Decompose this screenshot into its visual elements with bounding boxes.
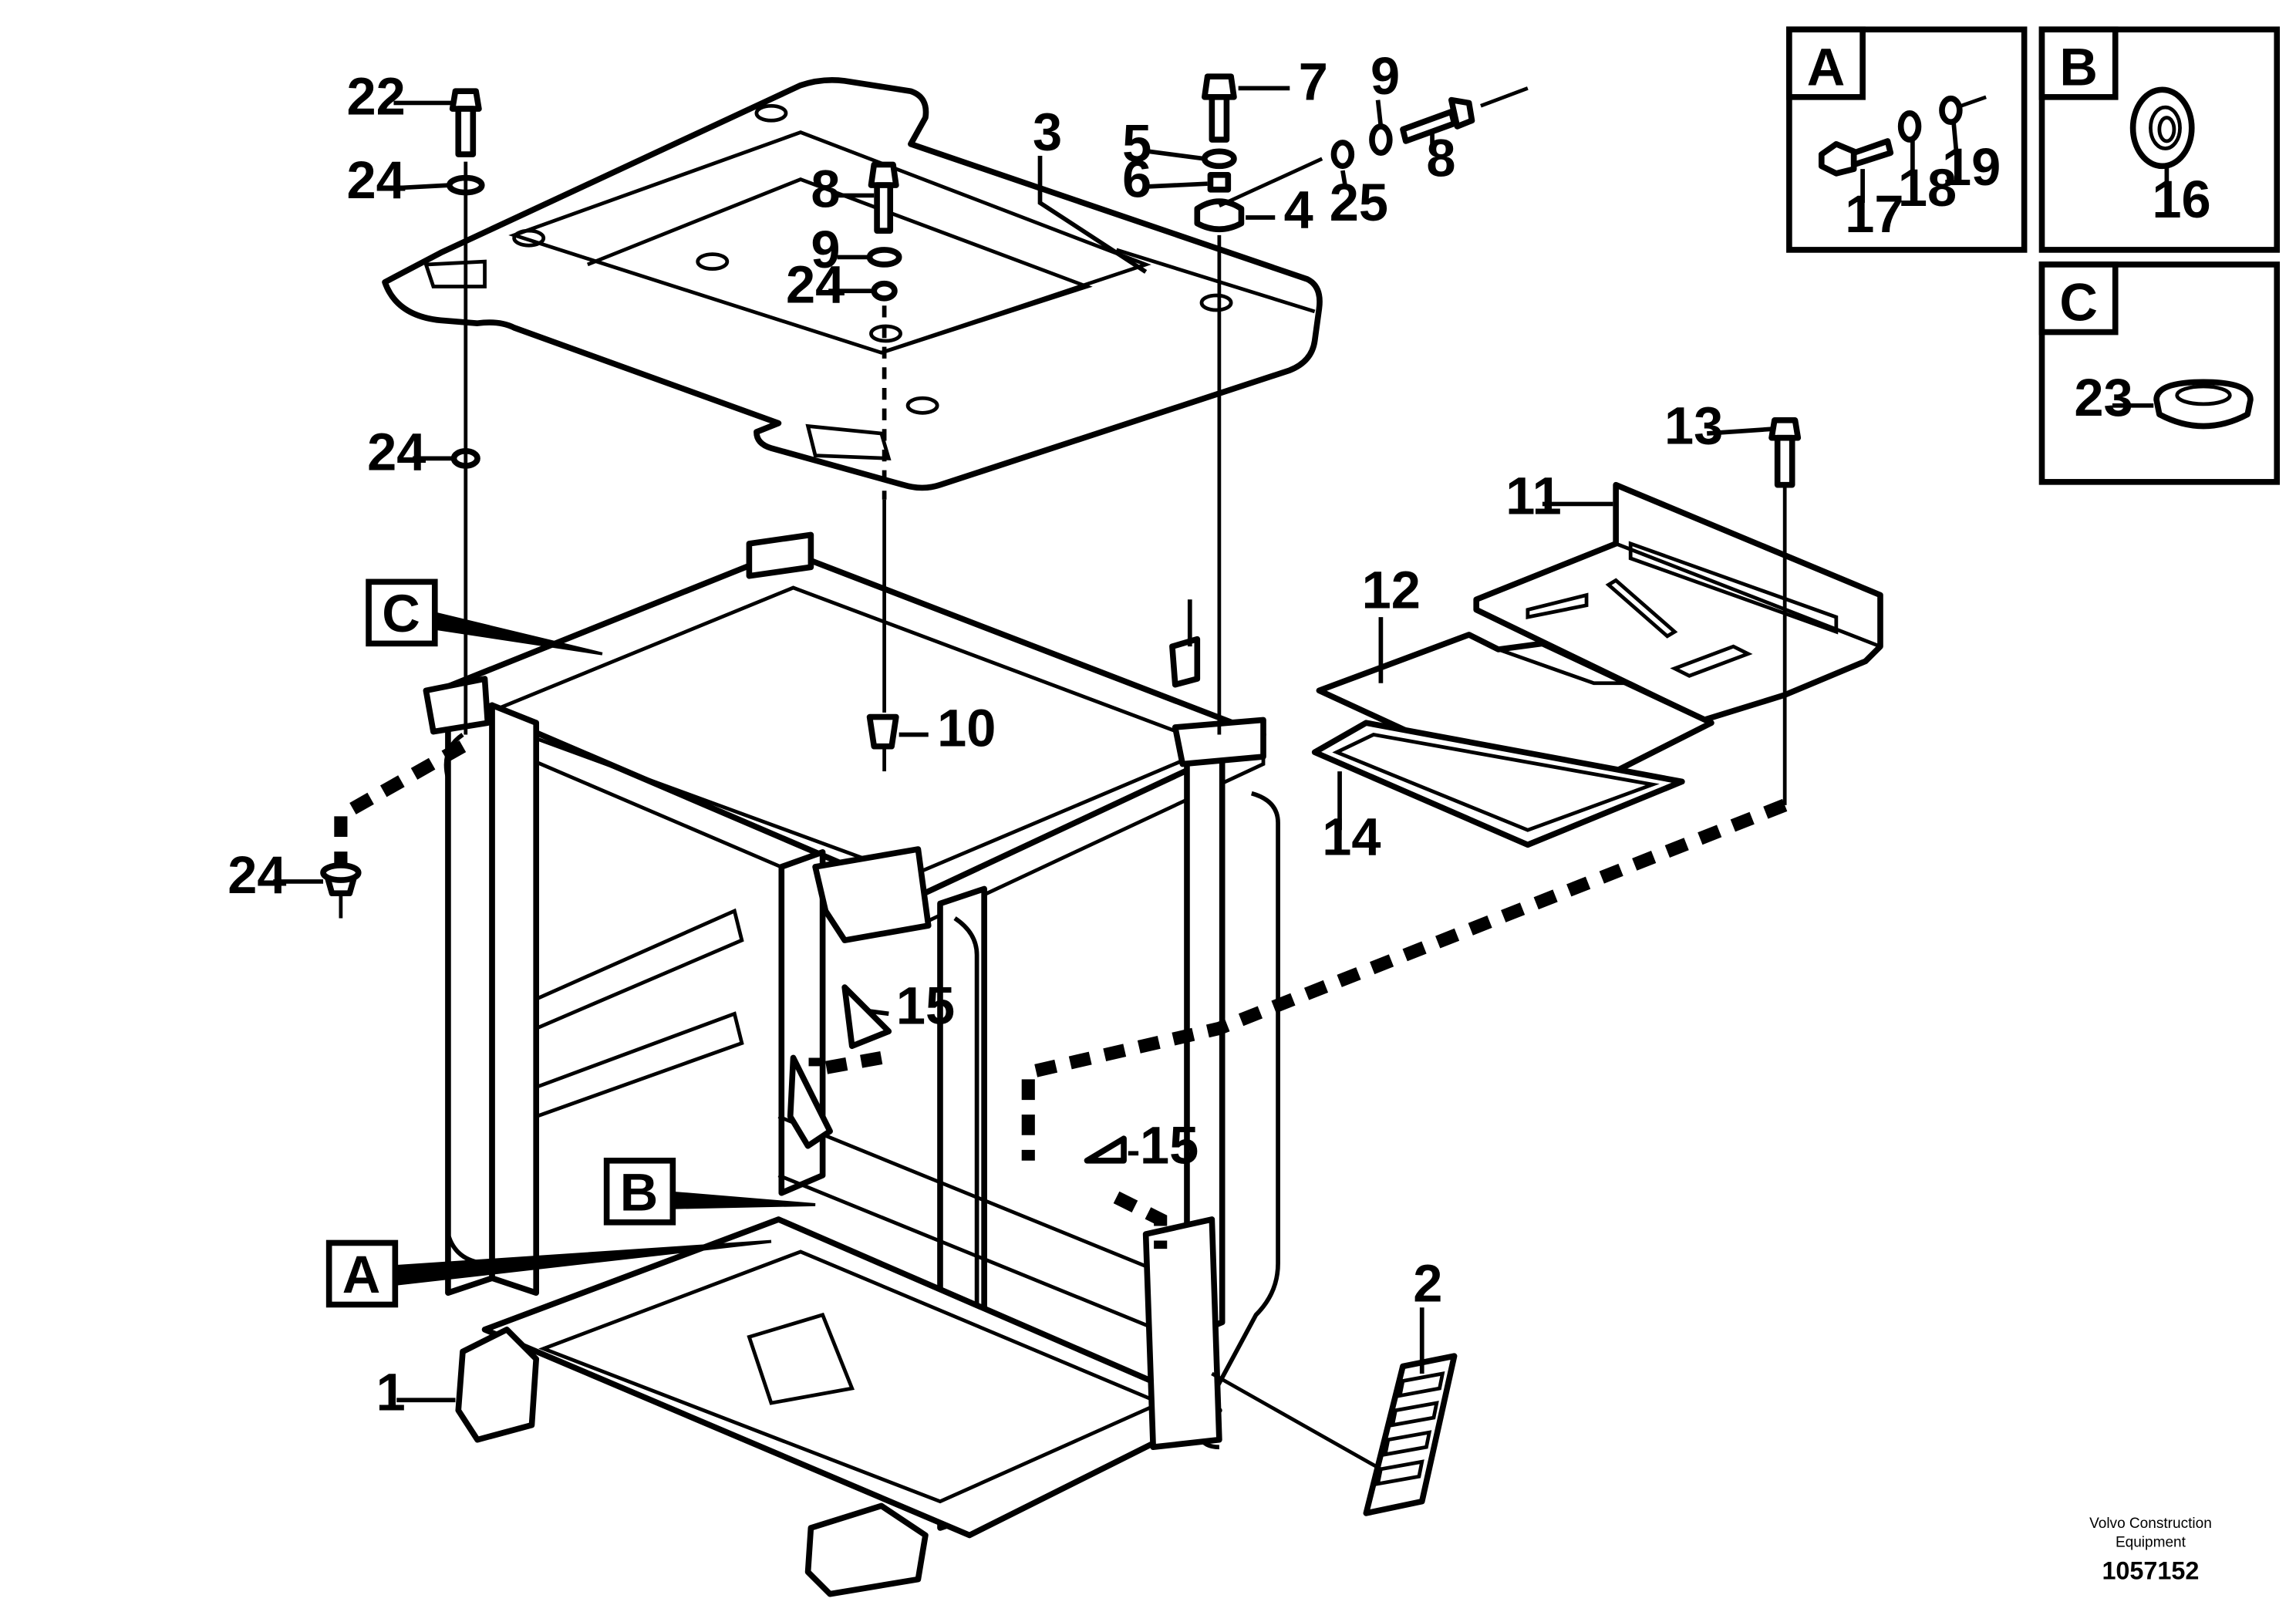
callout-24-left: 24 bbox=[367, 423, 426, 482]
ref-box-a bbox=[325, 1239, 399, 1308]
callout-8-center: 8 bbox=[811, 160, 840, 219]
footer-drawing-number: 1057152 bbox=[2102, 1557, 2199, 1585]
callout-7: 7 bbox=[1299, 52, 1328, 112]
detail-box-c: C 23 bbox=[2038, 261, 2281, 485]
callout-15-upper: 15 bbox=[896, 976, 955, 1036]
callout-9-right: 9 bbox=[1371, 46, 1400, 106]
step-plate bbox=[1363, 1353, 1458, 1516]
leader-lines bbox=[273, 86, 1772, 1403]
panel-11 bbox=[1473, 481, 1883, 723]
callout-6: 6 bbox=[1122, 149, 1151, 208]
callout-24-right: 25 bbox=[1330, 173, 1388, 232]
callout-21: 24 bbox=[347, 150, 406, 210]
detail-a-part-17: 17 bbox=[1845, 184, 1903, 244]
footer-brand-line2: Equipment bbox=[2116, 1535, 2186, 1551]
callout-15-lower: 15 bbox=[1140, 1116, 1199, 1175]
detail-box-a: A 17 18 19 bbox=[1786, 26, 2028, 253]
callout-9-center: 9 bbox=[811, 220, 840, 279]
ref-label-c: C bbox=[382, 584, 420, 643]
roof-panel bbox=[382, 76, 1323, 491]
reference-labels: C B A bbox=[325, 578, 676, 1308]
detail-b-part-16: 16 bbox=[2152, 170, 2210, 229]
footer: Volvo Construction Equipment 1057152 bbox=[2089, 1516, 2212, 1585]
detail-letter-c: C bbox=[2059, 272, 2098, 332]
callout-numbers: 22 24 24 8 9 24 3 7 5 6 4 9 8 25 10 13 1… bbox=[228, 46, 1723, 1422]
callout-4: 4 bbox=[1284, 180, 1313, 239]
callout-2: 2 bbox=[1413, 1254, 1442, 1313]
ref-box-c bbox=[366, 578, 438, 647]
callout-1: 1 bbox=[376, 1363, 406, 1422]
detail-a-part-19: 19 bbox=[1942, 137, 2001, 197]
callout-12: 12 bbox=[1362, 561, 1421, 620]
assembly-lines bbox=[334, 86, 1788, 1471]
callout-3: 3 bbox=[1033, 102, 1062, 161]
detail-letter-b: B bbox=[2059, 38, 2098, 97]
detail-a-part-18: 18 bbox=[1898, 158, 1957, 218]
ref-label-a: A bbox=[342, 1245, 381, 1304]
panel-14 bbox=[1311, 720, 1685, 848]
detail-box-b: B 16 bbox=[2038, 26, 2281, 253]
ref-label-b: B bbox=[620, 1163, 659, 1222]
callout-24-center: 24 bbox=[786, 255, 845, 314]
callout-20: 22 bbox=[347, 67, 406, 126]
callout-14: 14 bbox=[1322, 808, 1381, 867]
callout-10: 10 bbox=[937, 699, 996, 758]
callout-13: 13 bbox=[1664, 396, 1723, 455]
detail-letter-a: A bbox=[1807, 38, 1846, 97]
ref-box-b bbox=[603, 1158, 676, 1226]
callout-11: 11 bbox=[1505, 467, 1561, 526]
footer-brand-line1: Volvo Construction bbox=[2089, 1516, 2212, 1532]
callout-22: 24 bbox=[228, 845, 286, 905]
cab-frame bbox=[423, 531, 1280, 1597]
callout-5: 5 bbox=[1122, 114, 1151, 174]
detail-c-part-23: 23 bbox=[2074, 368, 2132, 427]
callout-8-right: 8 bbox=[1426, 129, 1455, 188]
